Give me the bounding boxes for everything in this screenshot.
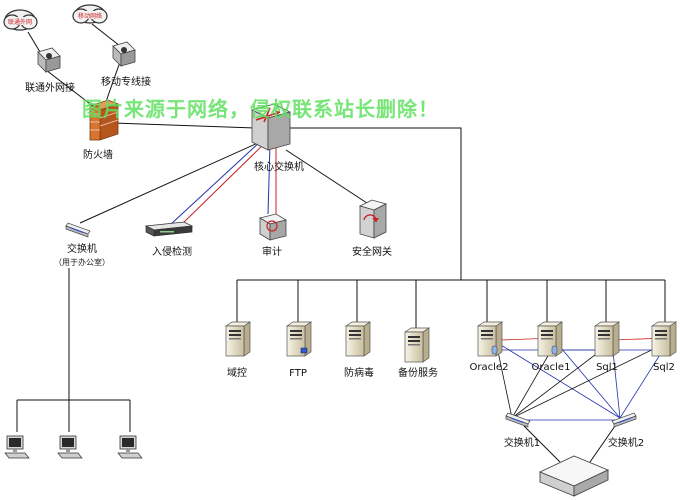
firewall-node: 防火墙 — [83, 99, 120, 161]
server-icon — [286, 321, 312, 357]
pc-node — [57, 435, 83, 459]
pc-icon — [4, 435, 30, 459]
ftp-label: FTP — [289, 368, 307, 379]
switch1-label: 交换机1 — [504, 436, 540, 449]
audit-label: 审计 — [262, 245, 282, 258]
firewall-icon — [88, 99, 120, 141]
pc-node — [117, 435, 143, 459]
unicom-link-node: 联通外网接 — [25, 47, 75, 94]
antivirus-node: 防病毒 — [344, 321, 374, 379]
link-core-gateway — [285, 149, 371, 206]
cloud-icon — [3, 9, 38, 31]
switch2-node: 交换机2 — [608, 412, 644, 449]
link-switch1-storage — [523, 425, 561, 463]
domain-controller-node: 域控 — [225, 321, 251, 379]
server-icon — [537, 321, 563, 357]
router-icon — [112, 41, 136, 67]
cloud-mobile-node: 移动网络 — [72, 4, 108, 24]
link-cloud-mobile — [91, 23, 121, 47]
link-unicom-firewall — [45, 69, 99, 111]
link-firewall-core — [111, 122, 257, 129]
sql2-label: Sql2 — [653, 362, 675, 373]
sql2-node: Sql2 — [651, 321, 677, 373]
core-switch-node: 核心交换机 — [250, 103, 304, 173]
pc-node — [4, 435, 30, 459]
ftp-node: FTP — [286, 321, 312, 379]
monitor-links — [169, 139, 277, 227]
oracle2-label: Oracle2 — [470, 362, 509, 373]
connection-lines — [16, 23, 666, 463]
server-icon — [225, 321, 251, 357]
link-core-trunk — [282, 127, 462, 280]
pc-icon — [117, 435, 143, 459]
mobile-link-label: 移动专线接 — [101, 75, 151, 88]
audit-node: 审计 — [258, 213, 288, 258]
server-icon — [345, 321, 371, 357]
firewall-label: 防火墙 — [83, 148, 113, 161]
link-switch2-storage — [589, 425, 616, 463]
watermark: 图片来源于网络，侵权联系站长删除！ — [82, 97, 439, 121]
switch1-node: 交换机1 — [504, 412, 540, 449]
router-icon — [37, 47, 61, 73]
antivirus-label: 防病毒 — [344, 366, 374, 379]
link-core-office-switch — [79, 141, 261, 224]
office-switch-note: （用于办公室） — [54, 257, 110, 267]
security-gateway-node: 安全网关 — [352, 199, 392, 258]
oracle1-node: Oracle1 — [532, 321, 571, 373]
gateway-icon — [358, 199, 388, 239]
audit-icon — [258, 213, 288, 241]
oracle1-label: Oracle1 — [532, 362, 571, 373]
cloud-icon — [72, 4, 108, 24]
backup-node: 备份服务 — [398, 327, 438, 379]
backup-label: 备份服务 — [398, 366, 438, 379]
domain-controller-label: 域控 — [227, 366, 247, 379]
db-mesh — [495, 337, 669, 421]
cloud-unicom-node: 联通外网 — [3, 9, 38, 31]
core-switch-icon — [250, 103, 292, 151]
ids-node: 入侵检测 — [144, 221, 194, 258]
storage-node — [538, 455, 610, 497]
server-icon — [594, 321, 620, 357]
mobile-link-node: 移动专线接 — [101, 41, 151, 88]
ids-label: 入侵检测 — [152, 245, 192, 258]
ids-appliance-icon — [144, 221, 194, 237]
cloud-mobile-label: 移动网络 — [78, 12, 102, 20]
oracle2-node: Oracle2 — [470, 321, 509, 373]
server-icon — [404, 327, 430, 363]
security-gateway-label: 安全网关 — [352, 245, 392, 258]
storage-icon — [538, 455, 610, 497]
office-switch-label: 交换机 — [67, 242, 97, 255]
sql1-label: Sql1 — [596, 362, 618, 373]
server-icon — [477, 321, 503, 357]
office-switch-node: 交换机 （用于办公室） — [54, 222, 110, 267]
server-icon — [651, 321, 677, 357]
switch-icon — [65, 222, 91, 238]
core-switch-label: 核心交换机 — [254, 160, 304, 173]
switch2-label: 交换机2 — [608, 436, 644, 449]
sql1-node: Sql1 — [594, 321, 620, 373]
unicom-link-label: 联通外网接 — [25, 81, 75, 94]
pc-icon — [57, 435, 83, 459]
cloud-unicom-label: 联通外网 — [8, 18, 32, 26]
